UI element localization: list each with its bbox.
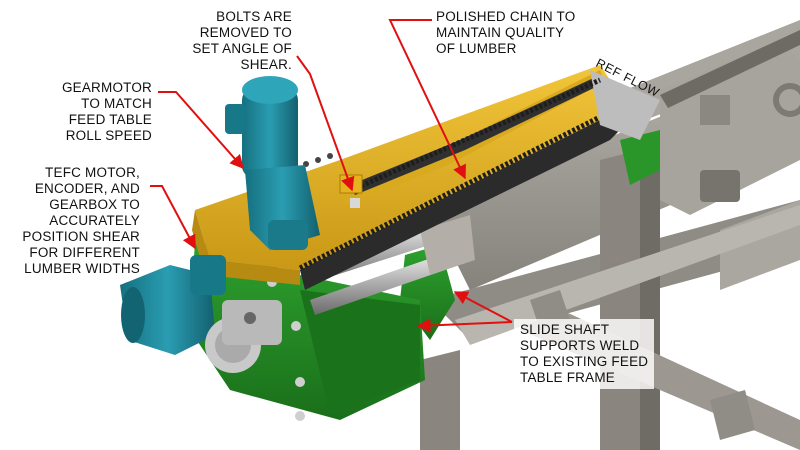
arrow-slide-1 <box>453 291 513 323</box>
callout-line: TEFC MOTOR, <box>45 165 140 180</box>
callout-line: MAINTAIN QUALITY <box>436 25 565 40</box>
callout-line: TO EXISTING FEED <box>520 354 649 369</box>
callout-bolts: BOLTS ARE REMOVED TO SET ANGLE OF SHEAR. <box>192 9 292 73</box>
callout-line: BOLTS ARE <box>216 9 292 24</box>
callout-line: SUPPORTS WELD <box>520 338 640 353</box>
callout-line: POSITION SHEAR <box>22 229 140 244</box>
green-mount-brackets <box>190 130 660 421</box>
callout-line: GEARBOX TO <box>49 197 140 212</box>
callout-line: REMOVED TO <box>199 25 292 40</box>
callout-line: SET ANGLE OF <box>192 41 292 56</box>
callout-tefc-motor: TEFC MOTOR, ENCODER, AND GEARBOX TO ACCU… <box>22 165 140 277</box>
callout-line: GEARMOTOR <box>61 80 152 95</box>
arrow-gearmotor <box>158 91 244 170</box>
callout-line: TO MATCH <box>81 96 152 111</box>
gearmotor <box>225 76 320 250</box>
callout-line: SLIDE SHAFT <box>520 322 610 337</box>
tefc-motor <box>120 255 226 355</box>
arrow-bolts <box>296 55 355 192</box>
callout-polished-chain: POLISHED CHAIN TO MAINTAIN QUALITY OF LU… <box>436 9 575 57</box>
arrow-tefc <box>150 185 196 250</box>
callout-line: ROLL SPEED <box>65 128 152 143</box>
callout-gearmotor: GEARMOTOR TO MATCH FEED TABLE ROLL SPEED <box>62 80 152 144</box>
callout-line: TABLE FRAME <box>520 370 615 385</box>
callout-line: LUMBER WIDTHS <box>24 261 140 276</box>
callout-line: ENCODER, AND <box>34 181 140 196</box>
encoder-gearbox <box>205 300 282 373</box>
callout-arrows <box>150 19 513 333</box>
callout-line: POLISHED CHAIN TO <box>436 9 576 24</box>
callout-line: OF LUMBER <box>436 41 517 56</box>
polished-chain <box>298 77 602 271</box>
callout-line: SHEAR. <box>240 57 292 72</box>
arrow-chain <box>388 19 466 180</box>
callout-line: FEED TABLE <box>68 112 152 127</box>
callout-line: ACCURATELY <box>49 213 140 228</box>
callout-slide-shaft: SLIDE SHAFT SUPPORTS WELD TO EXISTING FE… <box>514 319 655 389</box>
callout-line: FOR DIFFERENT <box>29 245 140 260</box>
arrow-slide-2 <box>416 318 513 333</box>
